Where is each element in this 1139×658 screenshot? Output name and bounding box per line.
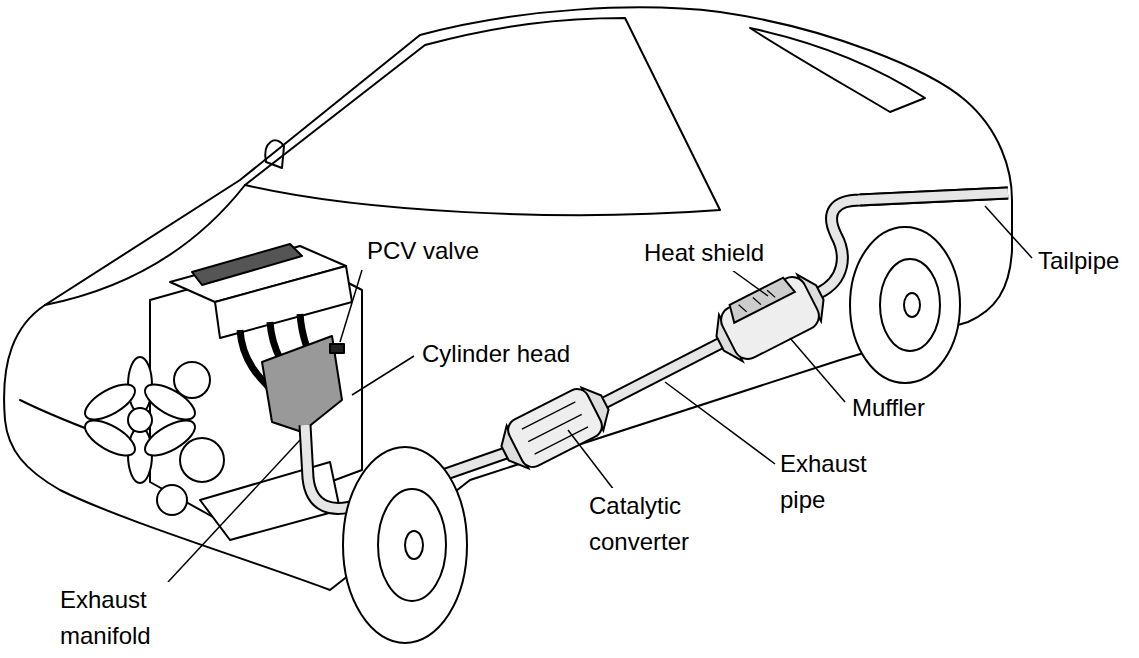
heat-shield xyxy=(726,276,795,323)
muffler-body xyxy=(716,272,823,364)
rim xyxy=(378,489,446,601)
side-mirror xyxy=(265,140,284,168)
leader-line xyxy=(340,270,362,342)
fan xyxy=(80,357,200,483)
tailpipe-over-wheel-fill xyxy=(858,193,1008,200)
part-label: Exhaust manifold xyxy=(58,582,187,654)
pulley xyxy=(180,438,224,482)
part-label: Tailpipe xyxy=(1036,243,1121,279)
rim xyxy=(880,259,940,351)
leader-line xyxy=(168,440,300,582)
rear-wheel xyxy=(850,227,960,383)
part-label: Cylinder head xyxy=(420,336,572,372)
part-label: Exhaust pipe xyxy=(778,446,897,518)
converter-texture xyxy=(522,402,588,454)
muffler xyxy=(706,266,832,369)
hub xyxy=(904,293,920,317)
part-label: Muffler xyxy=(850,390,927,426)
windshield xyxy=(245,18,720,215)
leader-line xyxy=(352,356,414,395)
tire xyxy=(850,227,960,383)
heat-shield-texture xyxy=(739,288,776,313)
cylinder-head xyxy=(215,266,352,338)
part-label: PCV valve xyxy=(365,233,481,269)
front-wheel xyxy=(343,447,467,643)
leader-line xyxy=(790,338,845,402)
part-label: Heat shield xyxy=(642,235,766,271)
leader-line xyxy=(665,382,775,464)
tire xyxy=(343,447,467,643)
pcv-valve xyxy=(330,344,344,353)
leader-line xyxy=(985,206,1032,258)
rear-window xyxy=(750,28,925,112)
converter-body xyxy=(504,385,606,471)
leader-line xyxy=(568,430,614,490)
hub xyxy=(405,531,423,559)
pulley xyxy=(157,485,187,515)
body-outline xyxy=(4,7,1012,590)
leader-line xyxy=(732,270,768,296)
leader-lines xyxy=(168,206,1032,582)
fan-hub xyxy=(128,408,152,432)
car-body xyxy=(4,7,1012,590)
catalytic-converter xyxy=(493,379,616,476)
part-label: Catalytic converter xyxy=(587,488,731,560)
intake-plenum xyxy=(192,244,302,285)
